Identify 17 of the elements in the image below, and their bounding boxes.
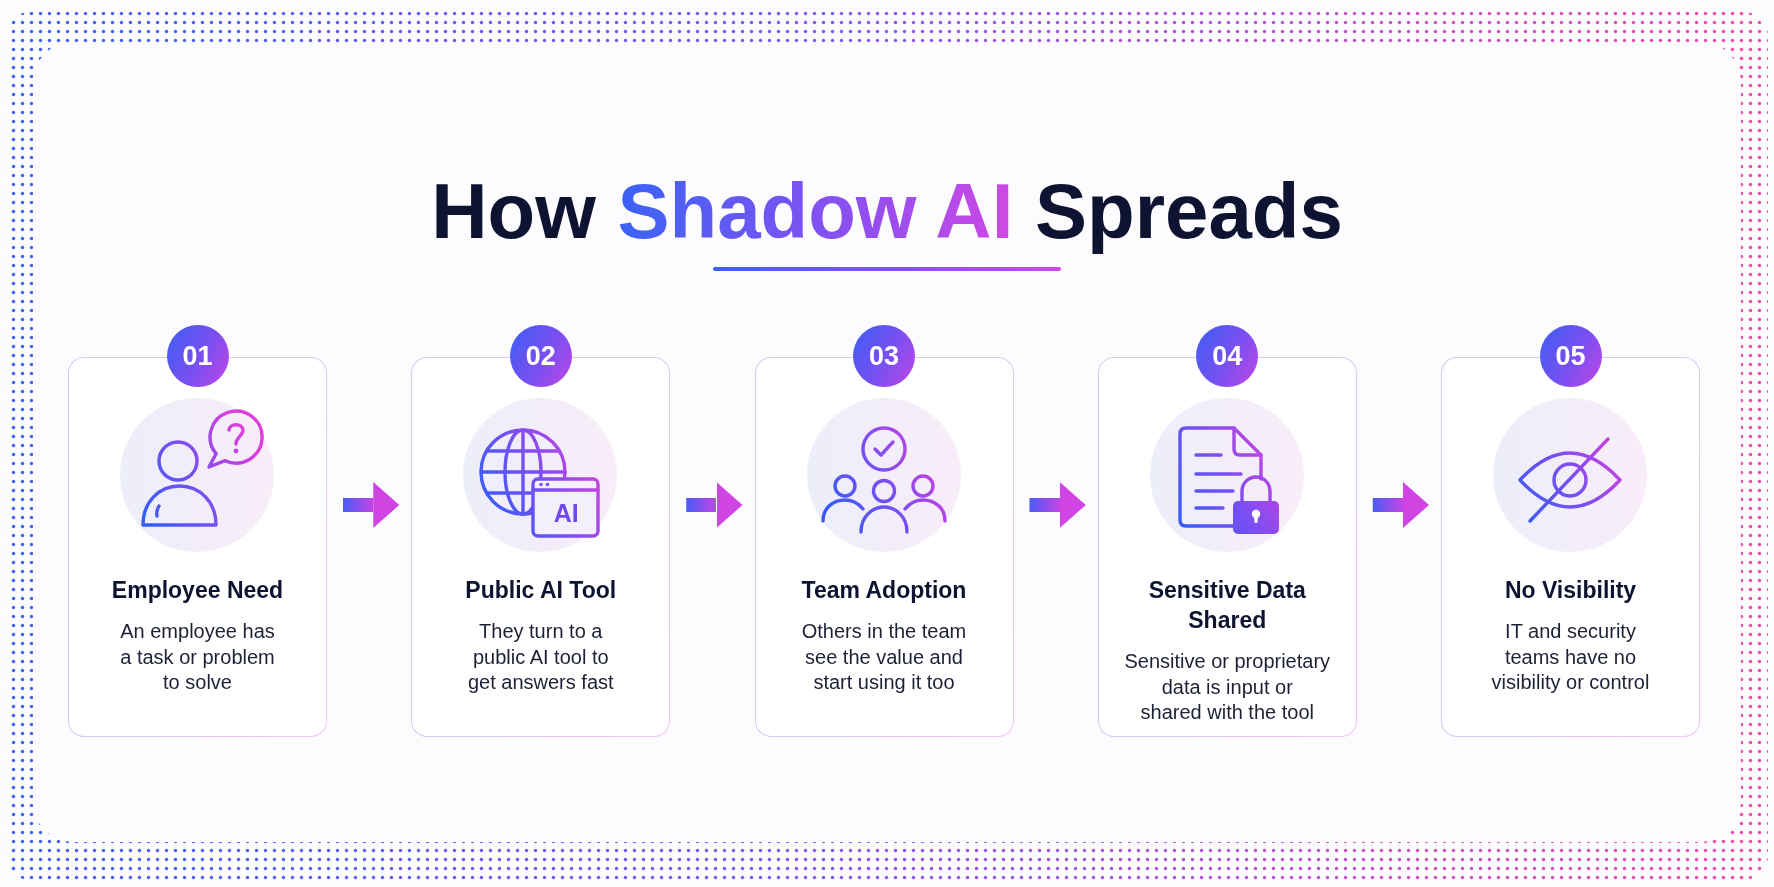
step-description: An employee has a task or problem to solve <box>120 619 275 695</box>
arrow <box>343 482 400 528</box>
arrow <box>1029 482 1086 528</box>
step-number-badge: 03 <box>853 325 915 387</box>
step-description: Sensitive or proprietary data is input or shared with the tool <box>1124 649 1331 725</box>
step-title: Team Adoption <box>801 576 967 605</box>
arrow <box>686 482 743 528</box>
step-title: Sensitive Data Shared <box>1148 576 1306 635</box>
step-title: Public AI Tool <box>465 576 617 605</box>
window-text: AI <box>553 499 579 526</box>
step-title: No Visibility <box>1504 576 1637 605</box>
step-description: Others in the team see the value and start using it too <box>801 619 967 695</box>
arrow <box>1372 482 1429 528</box>
step-title: Employee Need <box>111 576 284 605</box>
step-description: IT and security teams have no visibility or control <box>1491 619 1650 695</box>
step-description: They turn to a public AI tool to get answers fast <box>467 619 614 695</box>
step-number-badge: 04 <box>1196 325 1259 387</box>
